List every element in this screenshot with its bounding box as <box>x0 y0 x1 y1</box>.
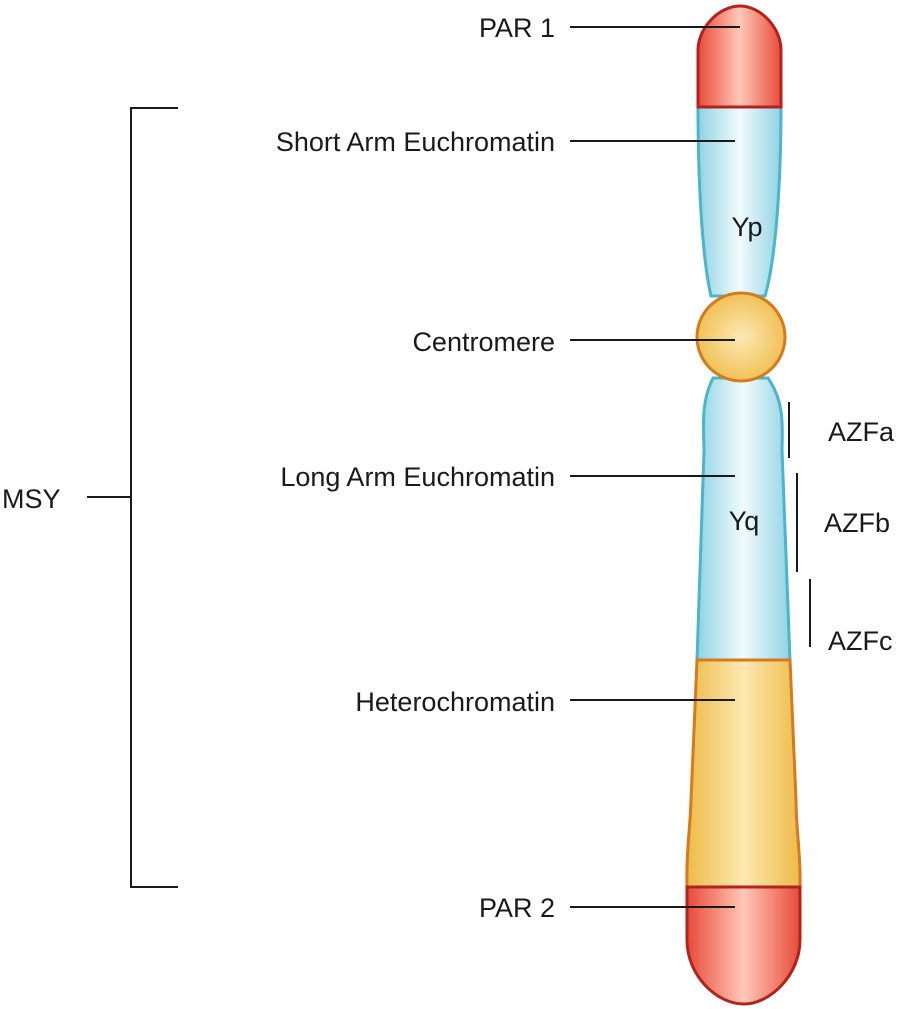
yp-label: Yp <box>731 212 762 242</box>
msy-bracket <box>130 107 178 888</box>
azfc-label: AZFc <box>828 626 893 656</box>
azfa-label: AZFa <box>828 417 895 447</box>
msy-label: MSY <box>2 484 61 514</box>
long-arm-label: Long Arm Euchromatin <box>280 462 555 492</box>
par2-region <box>685 885 802 1006</box>
centromere-region <box>695 291 787 383</box>
short-arm-label: Short Arm Euchromatin <box>276 127 555 157</box>
par1-label: PAR 1 <box>479 13 555 43</box>
yq-label: Yq <box>729 506 760 536</box>
heterochromatin-region <box>685 658 802 889</box>
centromere-label: Centromere <box>412 327 555 357</box>
par1-region <box>696 4 783 109</box>
azfb-label: AZFb <box>824 508 890 538</box>
short-arm-euchromatin-region <box>696 105 783 298</box>
par2-label: PAR 2 <box>479 893 555 923</box>
heterochromatin-label: Heterochromatin <box>355 687 555 717</box>
